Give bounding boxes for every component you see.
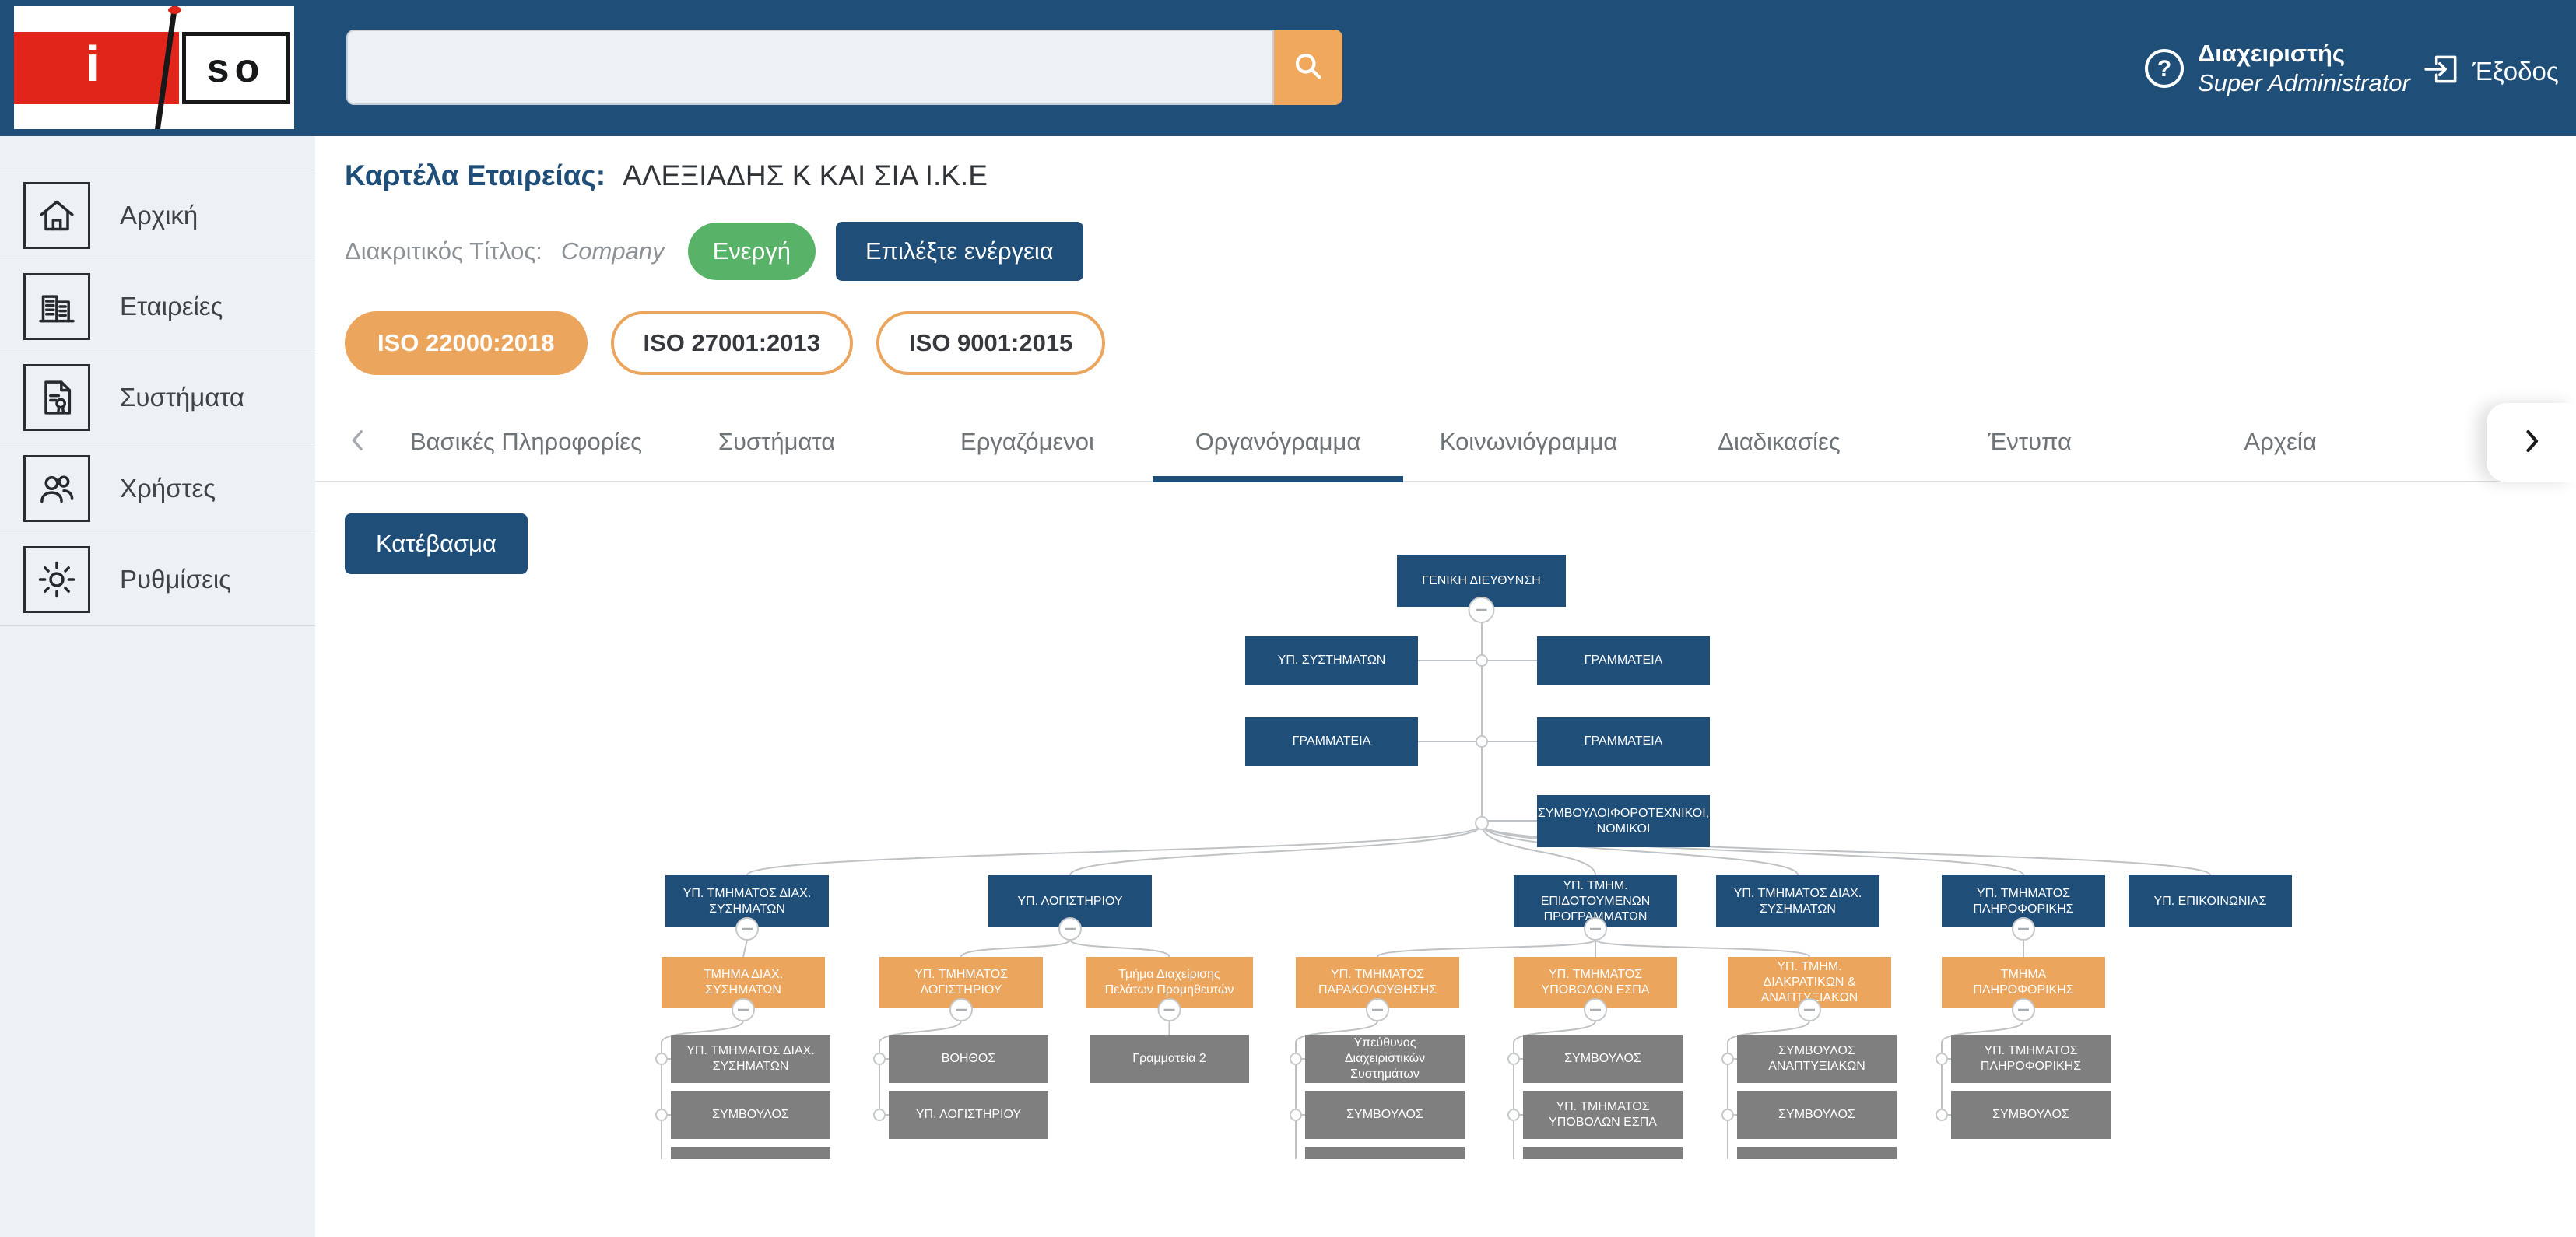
logo-red-block [14, 32, 179, 104]
tab-forms[interactable]: Έντυπα [1988, 428, 2072, 455]
org-node-oc[interactable]: Τμήμα Διαχείρισης Πελάτων Προμηθευτών [1086, 957, 1253, 1008]
tab-procedures[interactable]: Διαδικασίες [1718, 428, 1841, 455]
logo-dot [168, 6, 181, 14]
org-node-gf2[interactable]: ΣΥΜΒΟΥΛΟΣ [1737, 1091, 1897, 1139]
sidebar-item-companies[interactable]: Εταιρείες [0, 261, 315, 352]
org-node-ob[interactable]: ΥΠ. ΤΜΗΜΑΤΟΣ ΛΟΓΙΣΤΗΡΙΟΥ [879, 957, 1043, 1008]
tabs-scroll-right-button[interactable] [2487, 403, 2576, 482]
gear-icon [23, 546, 90, 613]
search-input[interactable] [346, 30, 1274, 105]
org-node-ga2[interactable]: ΣΥΜΒΟΥΛΟΣ [671, 1091, 830, 1139]
org-node-b3[interactable]: ΥΠ. ΤΜΗΜ. ΕΠΙΔΟΤΟΥΜΕΝΩΝ ΠΡΟΓΡΑΜΜΑΤΩΝ [1514, 875, 1677, 927]
org-node-ge3[interactable] [1523, 1147, 1683, 1159]
building-icon [23, 273, 90, 340]
tabs-scroll-left-button[interactable] [315, 403, 401, 481]
org-node-gf3[interactable] [1737, 1147, 1897, 1159]
org-node-b5[interactable]: ΥΠ. ΤΜΗΜΑΤΟΣ ΠΛΗΡΟΦΟΡΙΚΗΣ [1942, 875, 2105, 927]
home-icon [23, 182, 90, 249]
org-node-s2[interactable]: ΓΡΑΜΜΑΤΕΙΑ [1245, 717, 1418, 766]
org-node-oe[interactable]: ΥΠ. ΤΜΗΜΑΤΟΣ ΥΠΟΒΟΛΩΝ ΕΣΠΑ [1514, 957, 1677, 1008]
iso-badge[interactable]: ISO 27001:2013 [610, 311, 854, 375]
org-node-od[interactable]: ΥΠ. ΤΜΗΜΑΤΟΣ ΠΑΡΑΚΟΛΟΥΘΗΣΗΣ [1296, 957, 1459, 1008]
sidebar-item-systems[interactable]: Συστήματα [0, 352, 315, 443]
org-node-gb2[interactable]: ΥΠ. ΛΟΓΙΣΤΗΡΙΟΥ [889, 1091, 1048, 1139]
company-tabs: Βασικές Πληροφορίες Συστήματα Εργαζόμενοι Ο… [315, 403, 2576, 482]
download-button[interactable]: Κατέβασμα [345, 513, 528, 574]
org-node-ge2[interactable]: ΥΠ. ΤΜΗΜΑΤΟΣ ΥΠΟΒΟΛΩΝ ΕΣΠΑ [1523, 1091, 1683, 1139]
company-name: ΑΛΕΞΙΑΔΗΣ Κ ΚΑΙ ΣΙΑ Ι.Κ.Ε [623, 159, 988, 191]
org-node-ga1[interactable]: ΥΠ. ΤΜΗΜΑΤΟΣ ΔΙΑΧ. ΣΥΣΗΜΑΤΩΝ [671, 1035, 830, 1083]
user-name: Super Administrator [2198, 68, 2410, 96]
global-search [346, 30, 1342, 105]
org-node-b2[interactable]: ΥΠ. ΛΟΓΙΣΤΗΡΙΟΥ [988, 875, 1152, 927]
sidebar-item-users[interactable]: Χρήστες [0, 443, 315, 534]
tab-orgchart[interactable]: Οργανόγραμμα [1153, 403, 1403, 482]
page-title: Καρτέλα Εταιρείας: [345, 159, 606, 191]
org-node-gd1[interactable]: Υπεύθυνος Διαχειριστικών Συστημάτων [1305, 1035, 1465, 1083]
org-node-gd[interactable]: ΓΕΝΙΚΗ ΔΙΕΥΘΥΝΣΗ [1397, 555, 1566, 607]
tab-files[interactable]: Αρχεία [2244, 428, 2317, 455]
logo-letter-i: i [86, 36, 100, 92]
org-node-gc1[interactable]: Γραμματεία 2 [1090, 1035, 1249, 1083]
org-node-gb1[interactable]: ΒΟΗΘΟΣ [889, 1035, 1048, 1083]
org-node-gg2[interactable]: ΣΥΜΒΟΥΛΟΣ [1951, 1091, 2111, 1139]
org-node-of[interactable]: ΥΠ. ΤΜΗΜ. ΔΙΑΚΡΑΤΙΚΩΝ & ΑΝΑΠΤΥΞΙΑΚΩΝ [1728, 957, 1891, 1008]
certificate-icon [23, 364, 90, 431]
sidebar-item-label: Ρυθμίσεις [120, 565, 232, 594]
iso-badges-row: ISO 22000:2018 ISO 27001:2013 ISO 9001:201… [345, 311, 1106, 375]
search-button[interactable] [1274, 30, 1342, 105]
tab-employees[interactable]: Εργαζόμενοι [960, 428, 1094, 455]
chevron-right-icon [2518, 422, 2546, 464]
app-logo[interactable]: i so [14, 6, 294, 129]
iso-badge[interactable]: ISO 9001:2015 [876, 311, 1106, 375]
org-node-b6[interactable]: ΥΠ. ΕΠΙΚΟΙΝΩΝΙΑΣ [2129, 875, 2292, 927]
logout-button[interactable]: Έξοδος [2423, 50, 2559, 93]
help-icon[interactable]: ? [2143, 47, 2186, 90]
page-title-row: Καρτέλα Εταιρείας: ΑΛΕΞΙΑΔΗΣ Κ ΚΑΙ ΣΙΑ Ι… [345, 159, 988, 192]
user-role: Διαχειριστής [2198, 40, 2346, 67]
org-node-oa[interactable]: ΤΜΗΜΑ ΔΙΑΧ. ΣΥΣΗΜΑΤΩΝ [662, 957, 825, 1008]
org-node-ge1[interactable]: ΣΥΜΒΟΥΛΟΣ [1523, 1035, 1683, 1083]
logout-label: Έξοδος [2472, 56, 2559, 86]
company-subtitle-row: Διακριτικός Τίτλος: Company Ενεργή Επιλέ… [345, 222, 1083, 281]
status-badge: Ενεργή [687, 223, 816, 280]
org-node-gg1[interactable]: ΥΠ. ΤΜΗΜΑΤΟΣ ΠΛΗΡΟΦΟΡΙΚΗΣ [1951, 1035, 2111, 1083]
sidebar-item-settings[interactable]: Ρυθμίσεις [0, 534, 315, 626]
sidebar-item-label: Αρχική [120, 201, 198, 230]
orgchart-canvas[interactable]: ΓΕΝΙΚΗ ΔΙΕΥΘΥΝΣΗ ΥΠ. ΣΥΣΤΗΜΑΤΩΝ ΓΡΑΜΜΑΤΕΙΑ… [315, 481, 2576, 1159]
sidebar-item-label: Χρήστες [120, 474, 216, 503]
users-icon [23, 455, 90, 522]
tab-systems[interactable]: Συστήματα [718, 428, 836, 455]
top-header: i so ? Διαχειριστής [0, 0, 2576, 136]
chevron-left-icon [345, 423, 371, 461]
logo-letters-so: so [206, 45, 265, 91]
org-node-ga3[interactable] [671, 1147, 830, 1159]
org-node-gd2[interactable]: ΣΥΜΒΟΥΛΟΣ [1305, 1091, 1465, 1139]
org-node-s1[interactable]: ΥΠ. ΣΥΣΤΗΜΑΤΩΝ [1245, 636, 1418, 685]
org-node-og[interactable]: ΤΜΗΜΑ ΠΛΗΡΟΦΟΡΙΚΗΣ [1942, 957, 2105, 1008]
search-icon [1290, 48, 1326, 86]
subtitle-value: Company [560, 237, 665, 265]
org-node-r1[interactable]: ΓΡΑΜΜΑΤΕΙΑ [1537, 636, 1710, 685]
iso-badge[interactable]: ISO 22000:2018 [345, 311, 588, 375]
org-node-gf1[interactable]: ΣΥΜΒΟΥΛΟΣ ΑΝΑΠΤΥΞΙΑΚΩΝ [1737, 1035, 1897, 1083]
org-node-gd3[interactable] [1305, 1147, 1465, 1159]
logout-icon [2423, 50, 2462, 93]
org-node-r2[interactable]: ΓΡΑΜΜΑΤΕΙΑ [1537, 717, 1710, 766]
tab-basic-info[interactable]: Βασικές Πληροφορίες [409, 428, 643, 455]
svg-text:?: ? [2157, 56, 2171, 82]
org-node-b4[interactable]: ΥΠ. ΤΜΗΜΑΤΟΣ ΔΙΑΧ. ΣΥΣΗΜΑΤΩΝ [1716, 875, 1879, 927]
org-node-r3[interactable]: ΣΥΜΒΟΥΛΟΙΦΟΡΟΤΕΧΝΙΚΟΙ, ΝΟΜΙΚΟΙ [1537, 795, 1710, 847]
org-node-b1[interactable]: ΥΠ. ΤΜΗΜΑΤΟΣ ΔΙΑΧ. ΣΥΣΗΜΑΤΩΝ [665, 875, 829, 927]
select-action-button[interactable]: Επιλέξτε ενέργεια [835, 222, 1083, 281]
user-info[interactable]: Διαχειριστής Super Administrator [2198, 39, 2410, 98]
sidebar-item-label: Συστήματα [120, 383, 244, 412]
tab-sociogram[interactable]: Κοινωνιόγραμμα [1439, 428, 1618, 455]
logo-so-box: so [182, 32, 290, 104]
sidebar-item-home[interactable]: Αρχική [0, 170, 315, 261]
subtitle-label: Διακριτικός Τίτλος: [345, 237, 542, 265]
sidebar-item-label: Εταιρείες [120, 292, 223, 321]
